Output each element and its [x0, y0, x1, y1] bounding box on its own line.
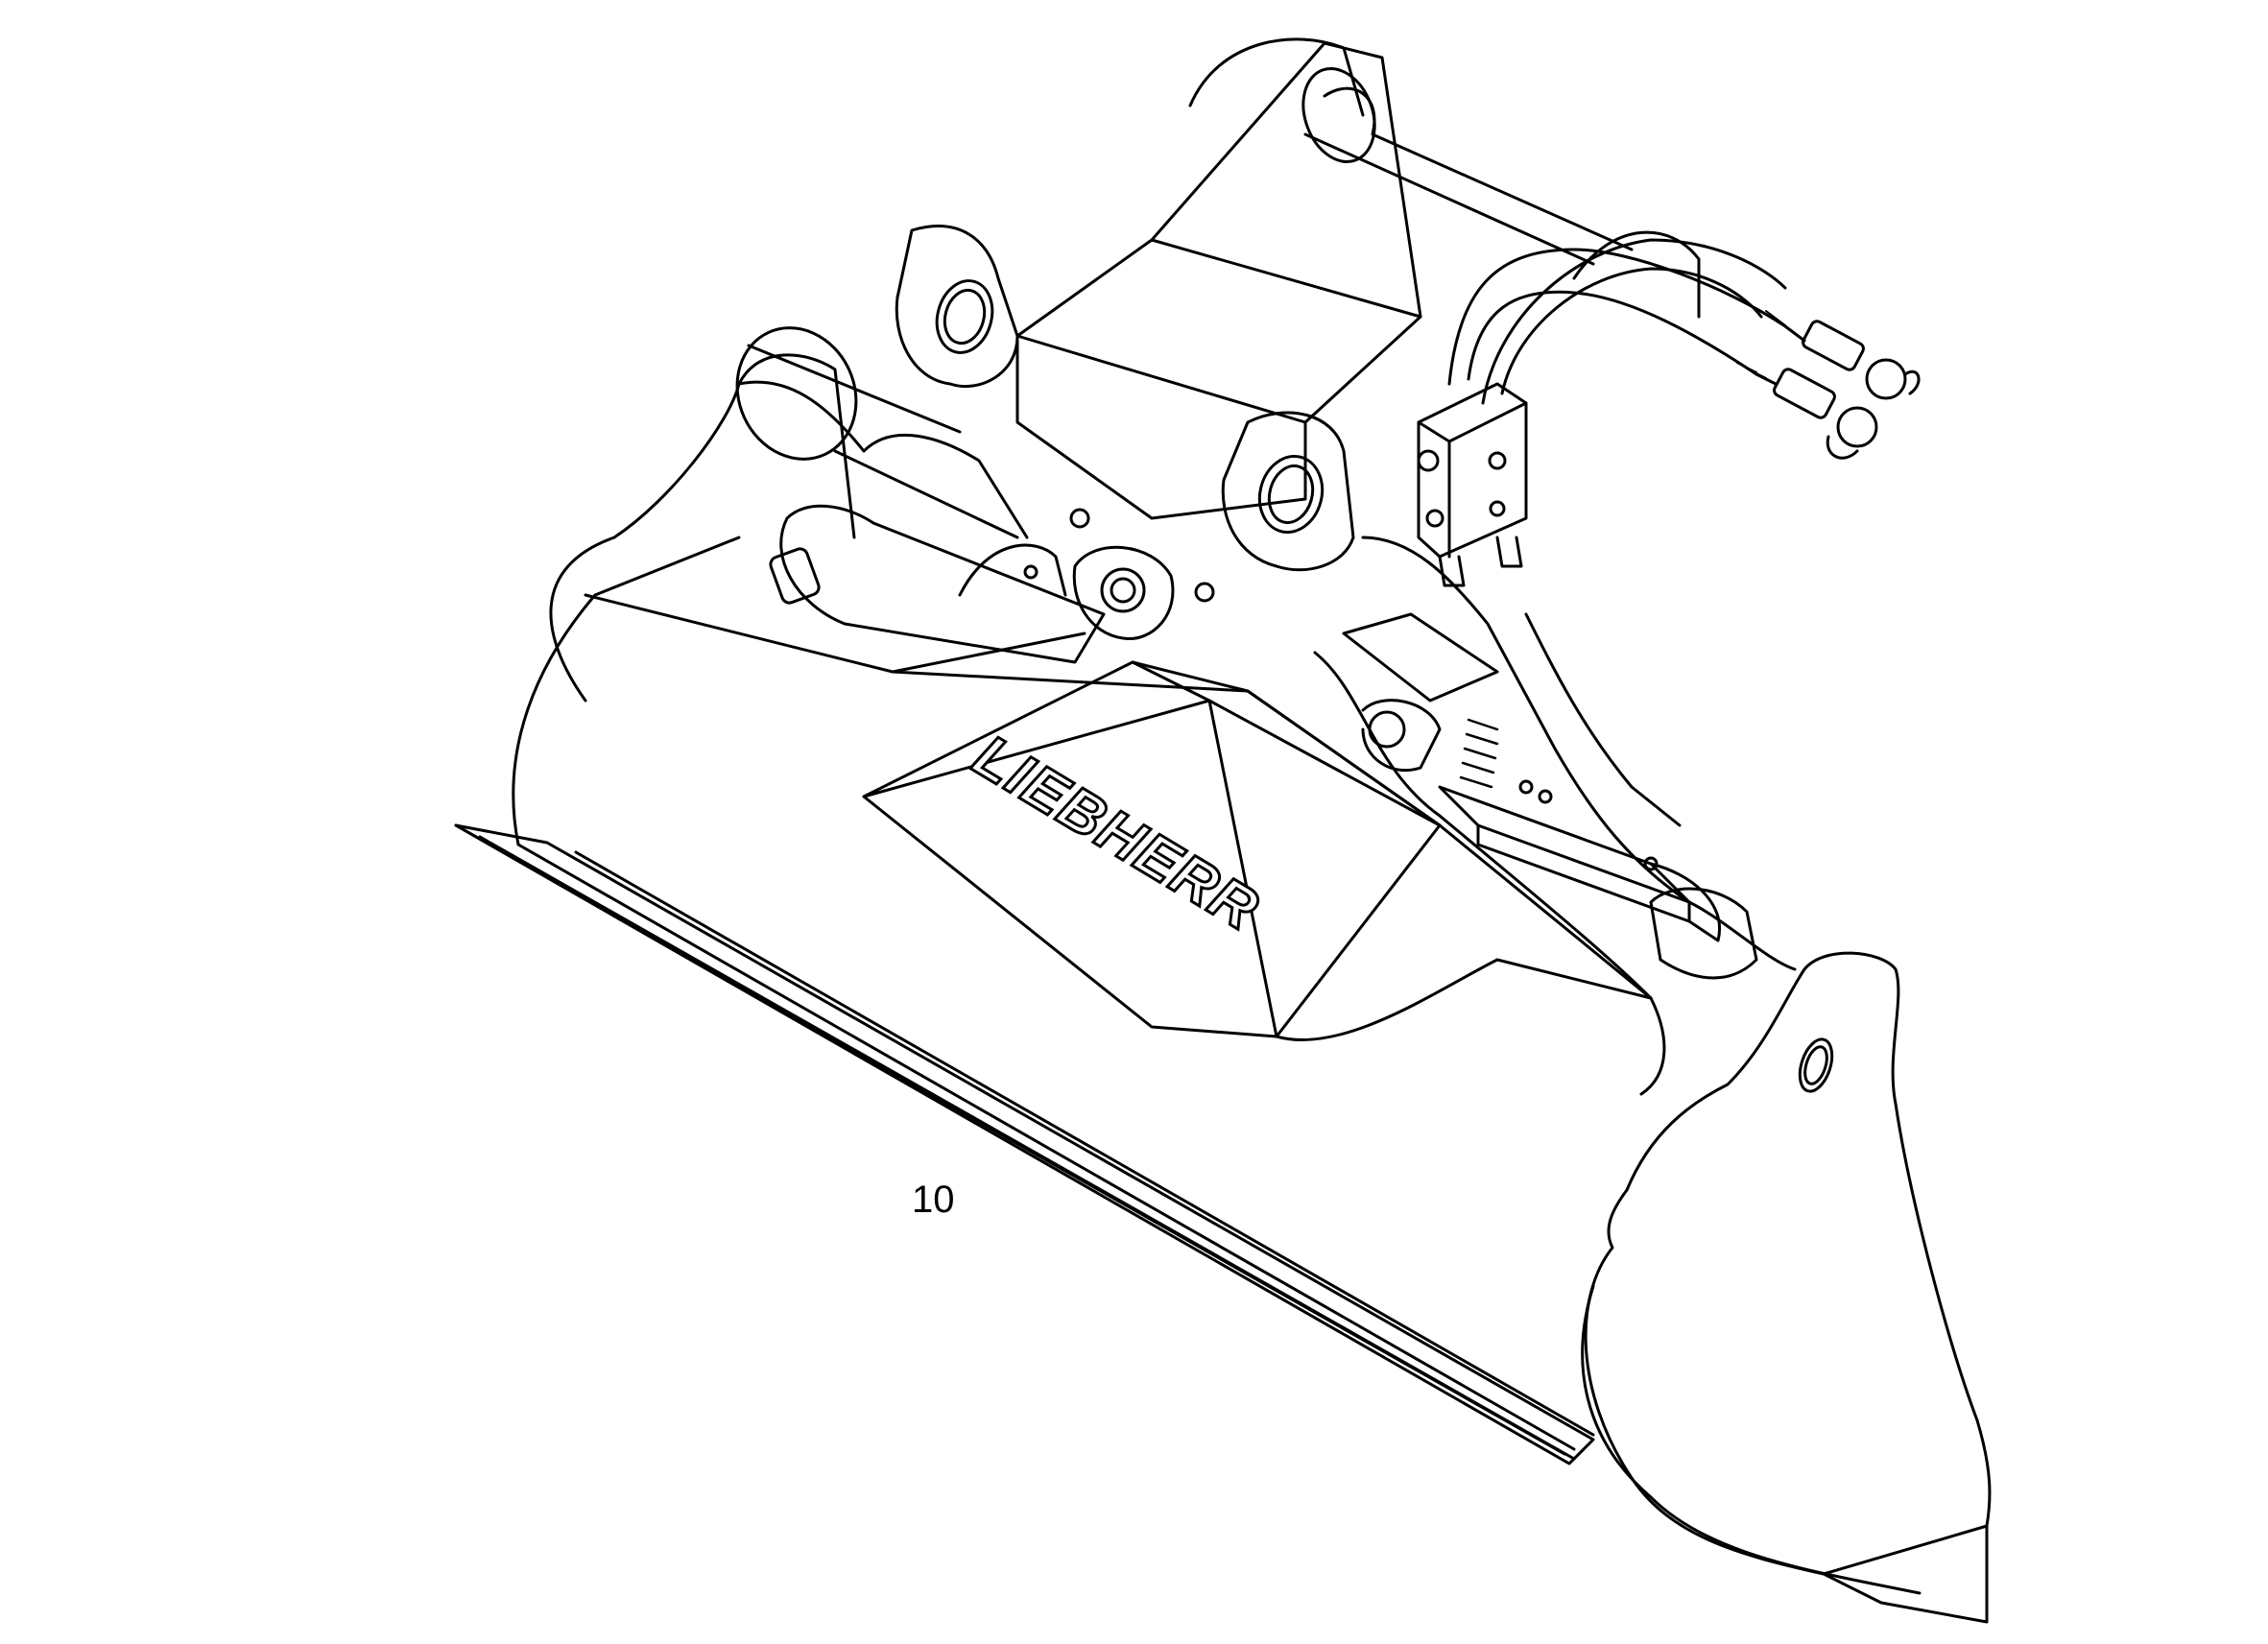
hydraulic-hoses	[1447, 238, 1806, 405]
bolt-hole	[1069, 508, 1090, 529]
bucket-pivot-end	[735, 326, 1019, 539]
bucket-body	[512, 353, 1653, 1451]
bolt-hole	[1194, 582, 1215, 603]
coupler-bracket	[895, 37, 1701, 603]
tilt-cylinder	[1342, 612, 1758, 980]
cutting-edge	[454, 823, 1595, 1465]
valve-port	[1489, 500, 1506, 517]
rear-shaft	[1301, 67, 1634, 266]
valve-port	[1488, 451, 1507, 470]
side-frame	[1313, 536, 1797, 1096]
cylinder-bolt	[1538, 789, 1553, 804]
left-pivot-arm	[737, 380, 1106, 664]
swivel-pin	[958, 543, 1175, 641]
valve-port	[1425, 509, 1444, 528]
part-callout-number: 10	[912, 1179, 955, 1221]
coupler-cap	[1836, 406, 1878, 448]
coupler-cap	[1865, 358, 1907, 400]
cylinder-bolt	[1518, 779, 1534, 795]
side-plate-right	[1581, 951, 1992, 1624]
cylinder-bolt	[1643, 856, 1659, 871]
valve-port	[1417, 449, 1440, 472]
tilt-housing	[862, 660, 1653, 1042]
valve-block	[1417, 382, 1528, 587]
hose-couplers	[1773, 320, 1921, 460]
